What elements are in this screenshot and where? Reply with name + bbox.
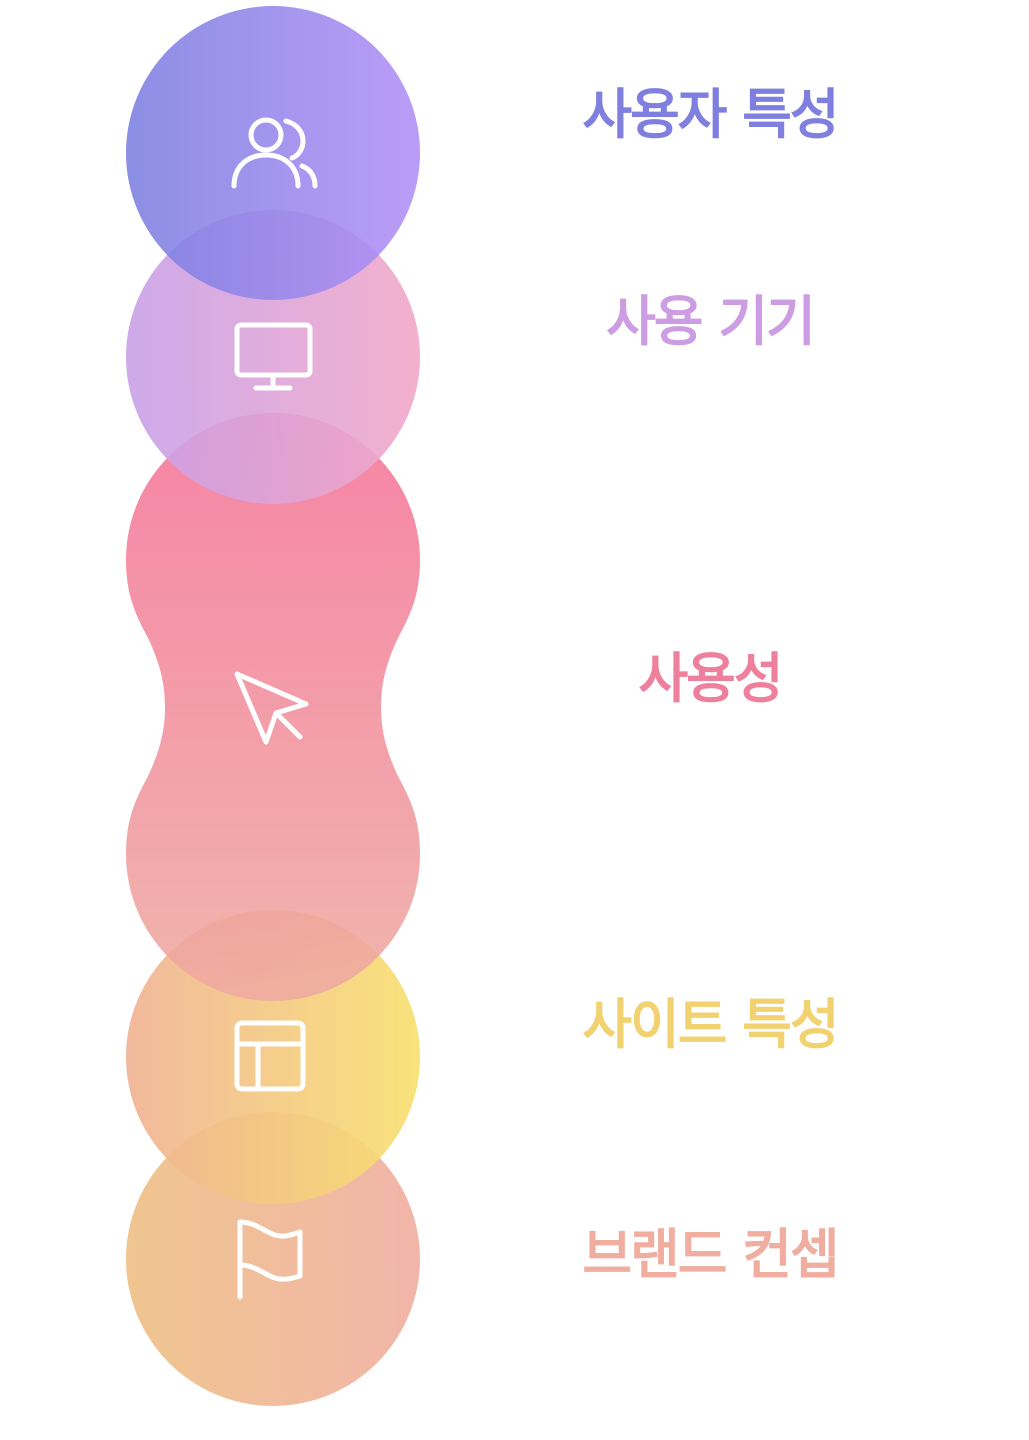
stage-bubble-device bbox=[126, 210, 420, 504]
stage-bubble-brand bbox=[126, 1112, 420, 1406]
monitor-icon bbox=[234, 322, 313, 391]
stage-label-site: 사이트 특성 bbox=[582, 993, 839, 1056]
stage-bubble-user bbox=[126, 6, 420, 300]
stage-label-brand: 브랜드 컨셉 bbox=[582, 1223, 839, 1286]
flag-icon bbox=[237, 1219, 303, 1300]
stage-bubble-usability bbox=[126, 413, 420, 1001]
cursor-icon bbox=[234, 671, 309, 745]
layout-icon bbox=[234, 1020, 306, 1092]
users-icon bbox=[231, 117, 318, 189]
stage-label-user: 사용자 특성 bbox=[582, 83, 839, 146]
stage-bubble-site bbox=[126, 910, 420, 1204]
stage-label-usability: 사용성 bbox=[638, 647, 783, 710]
stage-label-device: 사용 기기 bbox=[606, 290, 816, 353]
